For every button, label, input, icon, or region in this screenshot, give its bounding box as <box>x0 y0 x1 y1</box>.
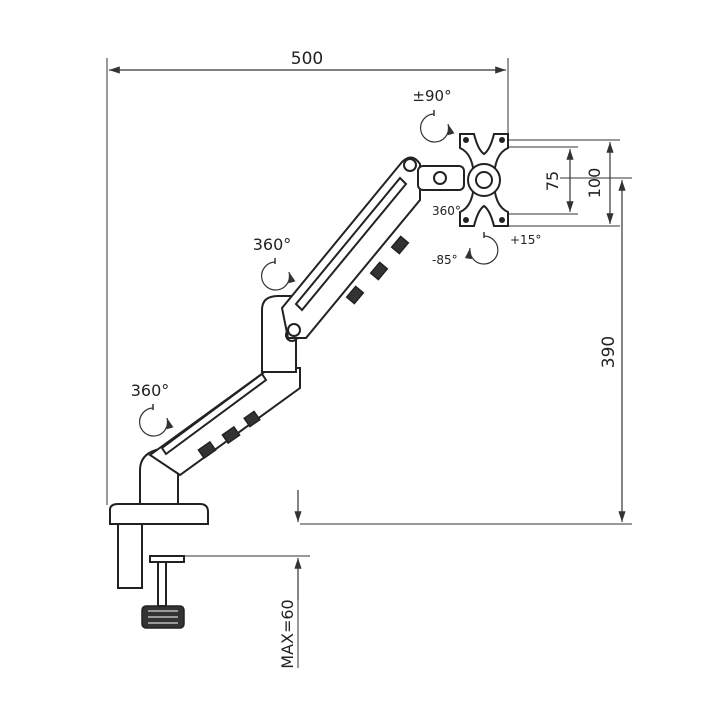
dimension-width: 500 <box>106 49 509 505</box>
rotation-head-swivel: ±90° <box>412 87 455 143</box>
clamp-max-label: MAX=60 <box>278 599 297 668</box>
lower-arm-rotation-label: 360° <box>131 381 170 400</box>
dimension-vesa: 75 100 <box>505 139 620 227</box>
rotation-tilt: +15° -85° <box>432 232 541 267</box>
head-swivel-label: ±90° <box>412 87 451 105</box>
vesa-plate <box>459 133 509 227</box>
width-label: 500 <box>291 49 323 69</box>
tilt-down-label: -85° <box>432 253 458 267</box>
rotation-lower-arm: 360° <box>131 381 174 437</box>
lower-arm <box>148 367 301 477</box>
dimension-clamp: MAX=60 <box>150 490 310 669</box>
upper-arm <box>280 156 421 339</box>
tilt-up-label: +15° <box>510 233 541 247</box>
height-label: 390 <box>599 336 619 368</box>
dimension-height: 390 <box>300 177 632 525</box>
rotation-upper-arm: 360° <box>253 235 296 291</box>
head-rotate-label: 360° <box>432 204 461 218</box>
head-joint <box>417 165 465 191</box>
vesa-100-label: 100 <box>585 168 604 199</box>
rotation-head: 360° <box>432 204 461 218</box>
desk-clamp <box>109 503 209 629</box>
upper-arm-rotation-label: 360° <box>253 235 292 254</box>
vesa-75-label: 75 <box>543 171 562 191</box>
